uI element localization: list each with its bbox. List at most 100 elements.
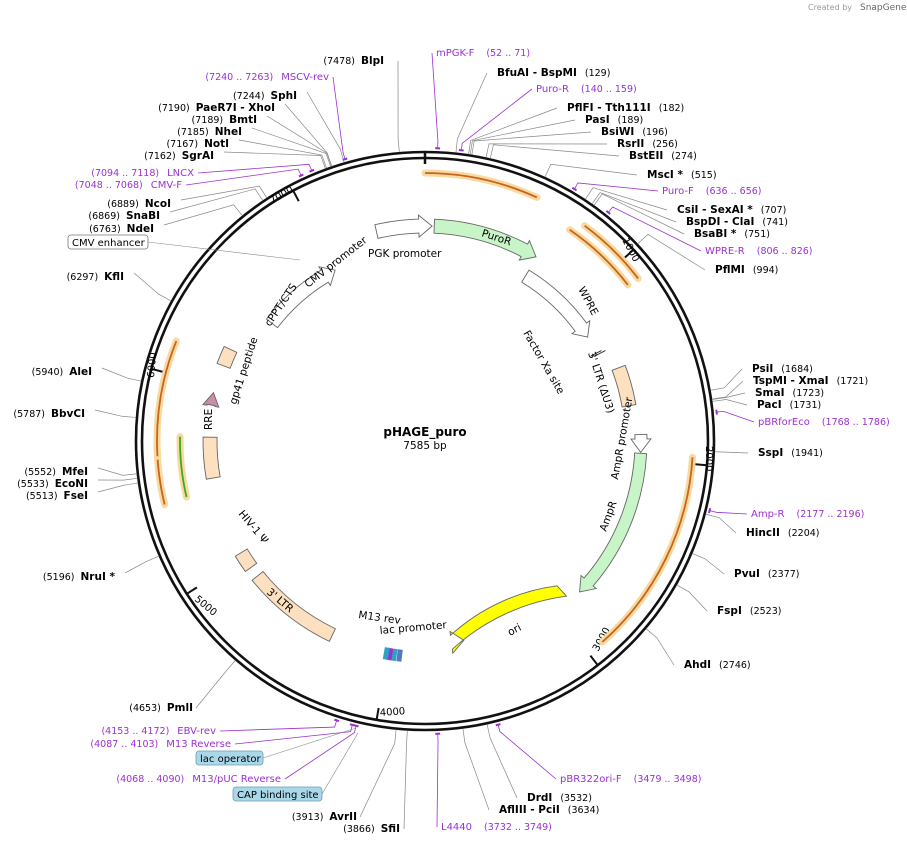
site-line-pflfi-tth111i	[468, 107, 558, 155]
hiv-psi-box	[234, 548, 258, 573]
site-avrii: (3913)AvrII	[292, 811, 357, 823]
factor-xa-mark	[594, 350, 606, 357]
site-line-csii-sexai	[585, 187, 668, 211]
site-line-tspmi-xmai	[711, 380, 744, 400]
site-bbvci: (5787)BbvCI	[13, 408, 85, 420]
site-name: PvuI	[734, 568, 760, 580]
primer-line-pbr322ori-f	[497, 723, 557, 780]
boxed-cmv-enhancer-label: CMV enhancer	[72, 238, 146, 249]
site-pos: (6869)	[88, 211, 120, 222]
primer-mark-wpre-r	[605, 210, 611, 215]
site-sspi: SspI(1941)	[758, 447, 823, 459]
site-pos: (4653)	[129, 703, 161, 714]
site-econi: (5533)EcoNI	[17, 478, 88, 490]
orf-arcs	[153, 169, 696, 646]
primer-puro-r: Puro-R(140 .. 159)	[536, 84, 637, 95]
primer-line-lncx	[197, 163, 313, 174]
site-pos: (515)	[691, 170, 717, 181]
site-line-afliii-pcii	[462, 728, 490, 811]
site-line-mfei	[97, 467, 137, 476]
site-line-pvui	[692, 553, 725, 575]
site-kfli: (6297)KflI	[67, 271, 124, 283]
primer-range: (7048 .. 7068)	[75, 180, 143, 191]
site-pos: (7478)	[323, 56, 355, 67]
plasmid-length: 7585 bp	[403, 440, 447, 452]
primer-m13-puc-reverse: (4068 .. 4090)M13/pUC Reverse	[116, 774, 281, 785]
site-pos: (3634)	[568, 805, 600, 816]
site-tspmi-xmai: TspMI - XmaI(1721)	[753, 375, 868, 387]
site-name: SfiI	[381, 823, 400, 835]
site-sfii: (3866) SfiI	[343, 823, 400, 835]
primer-mscv-rev: (7240 .. 7263)MSCV-rev	[205, 72, 329, 83]
boxed-cap-binding-site: CAP binding site	[232, 786, 323, 802]
primer-mark-puro-f	[571, 186, 578, 192]
site-ncoi: (6889)NcoI	[107, 198, 171, 210]
site-line-msci	[544, 163, 638, 178]
site-line-ndei	[163, 204, 243, 226]
primer-name: Puro-R	[536, 84, 569, 95]
site-pos: (2377)	[768, 569, 800, 580]
site-line-paci	[712, 399, 748, 406]
site-pasi: PasI(189)	[585, 114, 643, 126]
site-pos: (7185)	[177, 127, 209, 138]
site-bspdi-clai: BspDI - ClaI(741)	[686, 216, 788, 228]
site-pos: (3866)	[343, 824, 375, 835]
factor-xa-mark	[590, 350, 602, 357]
primer-mark-lncx	[309, 168, 315, 173]
site-line-pmli	[195, 660, 236, 709]
site-line-sgrai	[223, 151, 326, 169]
primer-line-m13-puc-reverse	[284, 724, 357, 780]
site-name: AleI	[69, 366, 92, 378]
primer-name: M13/pUC Reverse	[192, 774, 281, 785]
primer-range: (4087 .. 4103)	[90, 739, 158, 750]
feature-label-pgk-promoter: PGK promoter	[368, 248, 442, 260]
leader-cap-binding-site	[321, 732, 359, 795]
feature-label-cmv-promoter: CMV promoter	[302, 234, 370, 290]
site-pos: (5787)	[13, 409, 45, 420]
site-pos: (7189)	[192, 115, 224, 126]
site-ndei: (6763)NdeI	[89, 223, 154, 235]
site-name: MscI *	[647, 169, 683, 181]
site-name: MfeI	[62, 466, 88, 478]
site-pos: (1723)	[793, 388, 825, 399]
primer-line-wpre-r	[607, 206, 702, 252]
primer-range: (3732 .. 3749)	[484, 822, 552, 833]
feature-label-gp41: gp41 peptide	[227, 336, 260, 406]
primer-range: (2177 .. 2196)	[797, 509, 865, 520]
site-name: RsrII	[617, 138, 644, 150]
primer-cmv-f: (7048 .. 7068)CMV-F	[75, 180, 182, 191]
orf-arc-1-glow	[421, 169, 541, 201]
site-pos: (994)	[753, 265, 779, 276]
site-pos: (274)	[671, 151, 697, 162]
site-name: NdeI	[127, 223, 154, 235]
site-pos: (5940)	[32, 367, 64, 378]
ruler-tick	[589, 655, 599, 666]
primer-name: Amp-R	[751, 509, 785, 520]
site-pos: (189)	[618, 115, 644, 126]
site-pos: (751)	[744, 229, 770, 240]
site-pos: (6889)	[107, 199, 139, 210]
site-name: EcoNI	[55, 478, 88, 490]
site-name: PsiI	[752, 363, 773, 375]
site-line-paer7i-xhoi	[284, 103, 333, 167]
ruler-tick	[186, 586, 198, 595]
site-pos: (2746)	[719, 660, 751, 671]
primer-name: M13 Reverse	[166, 739, 231, 750]
site-name: PacI	[757, 399, 782, 411]
primer-range: (3479 .. 3498)	[634, 774, 702, 785]
site-pmli: (4653)PmlI	[129, 702, 193, 714]
site-name: CsiI - SexAI *	[677, 204, 753, 216]
site-name: PaeR7I - XhoI	[196, 102, 275, 114]
lac-region-mark	[386, 647, 394, 661]
site-pos: (741)	[762, 217, 788, 228]
site-line-smai	[711, 392, 746, 400]
site-name: BlpI	[361, 55, 384, 67]
primer-lncx: (7094 .. 7118)LNCX	[91, 168, 194, 179]
feature-shapes	[202, 214, 652, 662]
ruler-tick	[292, 190, 300, 202]
site-name: SspI	[758, 447, 783, 459]
ori-arrow	[449, 585, 568, 655]
site-name: BsaBI *	[694, 228, 737, 240]
